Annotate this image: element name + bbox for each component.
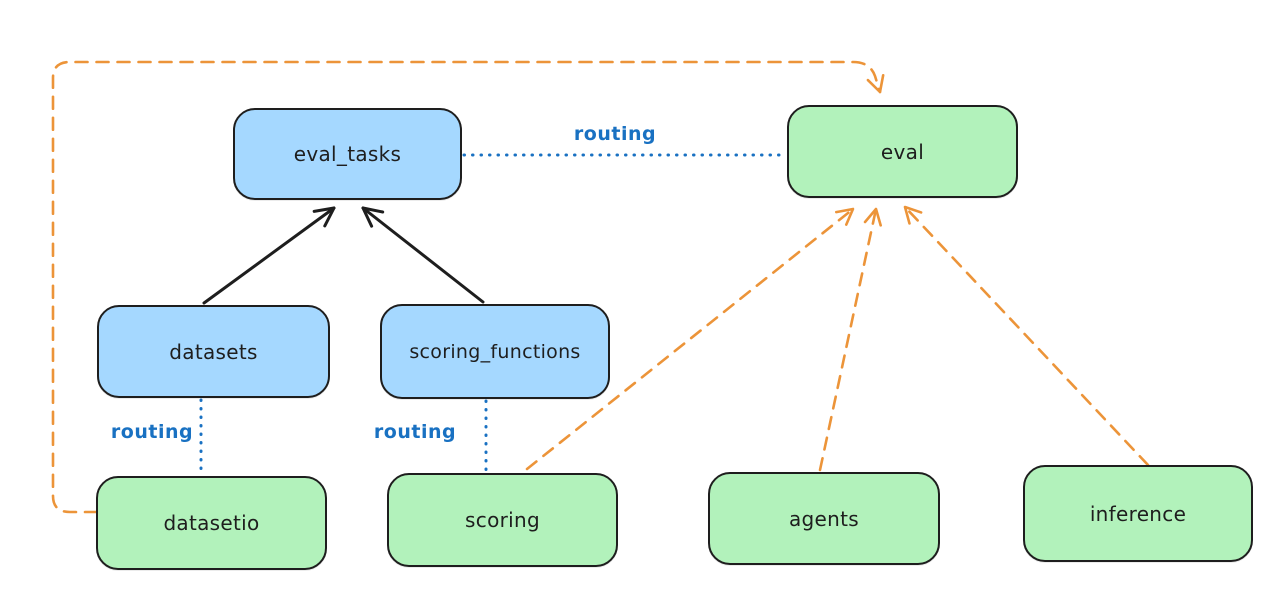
edge-datasetio-to-eval	[51, 60, 885, 514]
node-scoring: scoring	[387, 473, 618, 567]
node-eval: eval	[787, 105, 1018, 198]
edge-datasets-to-eval_tasks	[202, 206, 336, 305]
node-scoring-functions: scoring_functions	[380, 304, 610, 399]
node-eval-tasks: eval_tasks	[233, 108, 462, 200]
routing-label-scoring-functions-scoring: routing	[373, 421, 457, 443]
node-inference: inference	[1023, 465, 1253, 562]
routing-label-datasets-datasetio: routing	[110, 421, 194, 443]
edge-scoring_functions-to-eval_tasks	[361, 206, 485, 304]
routing-label-eval-tasks-eval: routing	[573, 123, 657, 145]
node-datasetio: datasetio	[96, 476, 327, 570]
node-datasets: datasets	[97, 305, 330, 398]
node-agents: agents	[708, 472, 940, 565]
edge-agents-to-eval	[818, 207, 882, 472]
edge-inference-to-eval	[903, 205, 1150, 467]
edge-scoring-to-eval	[525, 207, 855, 471]
